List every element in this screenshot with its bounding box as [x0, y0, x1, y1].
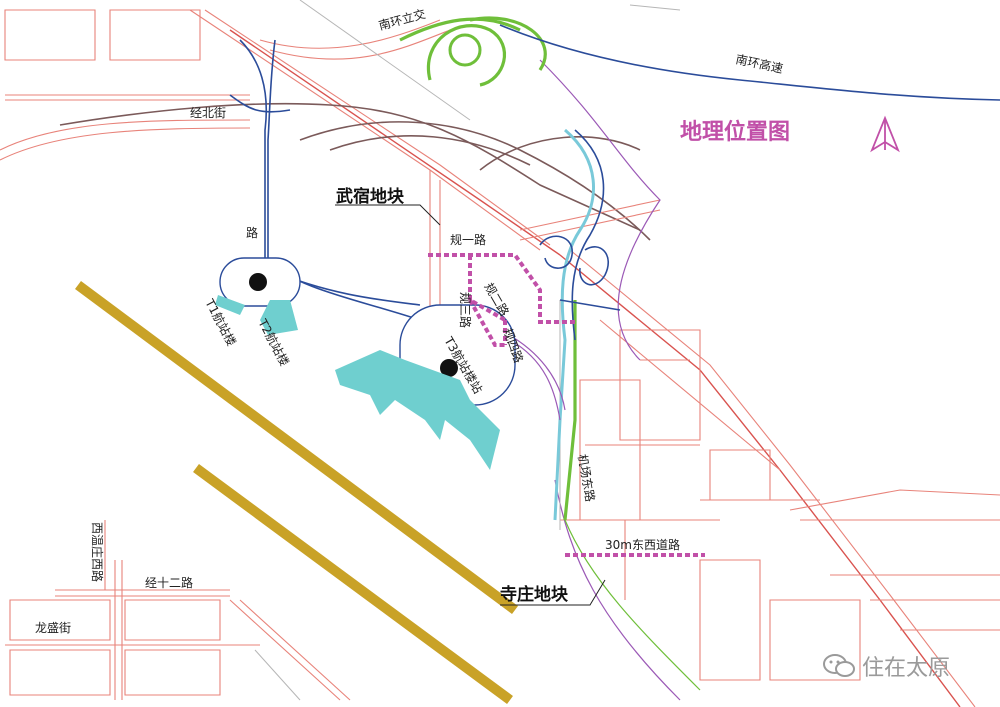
map-title: 地理位置图 [680, 119, 790, 145]
t1-t2-station-icon [249, 273, 267, 291]
planned-roads [428, 253, 705, 557]
runway-south [193, 463, 513, 705]
t1-terminal-shape [215, 295, 245, 315]
nanhuan-interchange-label: 南环立交 [377, 6, 427, 33]
nanhuan-highway-line [499, 24, 1000, 101]
watermark: 住在太原 [822, 650, 950, 682]
airport-east-road-label: 机场东路 [575, 453, 598, 503]
gui-yi-road-label: 规一路 [450, 232, 486, 247]
road-label: 路 [246, 225, 258, 240]
jingbei-street-label: 经北街 [190, 106, 226, 120]
east-west-30m-label: 30m东西道路 [605, 537, 680, 552]
jing-twelve-road-label: 经十二路 [145, 575, 193, 590]
nanhuan-highway-label: 南环高速 [734, 51, 784, 76]
wusu-block-label: 武宿地块 [336, 186, 405, 207]
t2-terminal-shape [260, 300, 298, 335]
xiwenzhuang-west-road-label: 西温庄西路 [90, 522, 105, 582]
wechat-icon [823, 654, 855, 677]
north-arrow-icon [870, 115, 900, 153]
sizhuang-block-label: 寺庄地块 [500, 584, 569, 605]
longsheng-street-label: 龙盛街 [35, 620, 71, 635]
sizhuang-leader-line [500, 579, 606, 606]
nanhuan-interchange-graphic [399, 16, 547, 87]
runways [75, 280, 518, 705]
runway-north [75, 280, 518, 615]
t3-terminal-shape [335, 350, 500, 470]
t3-station-icon [440, 359, 458, 377]
watermark-text: 住在太原 [862, 656, 951, 681]
gui-san-road-label: 规三路 [458, 292, 473, 328]
wusu-leader-line [335, 204, 441, 226]
